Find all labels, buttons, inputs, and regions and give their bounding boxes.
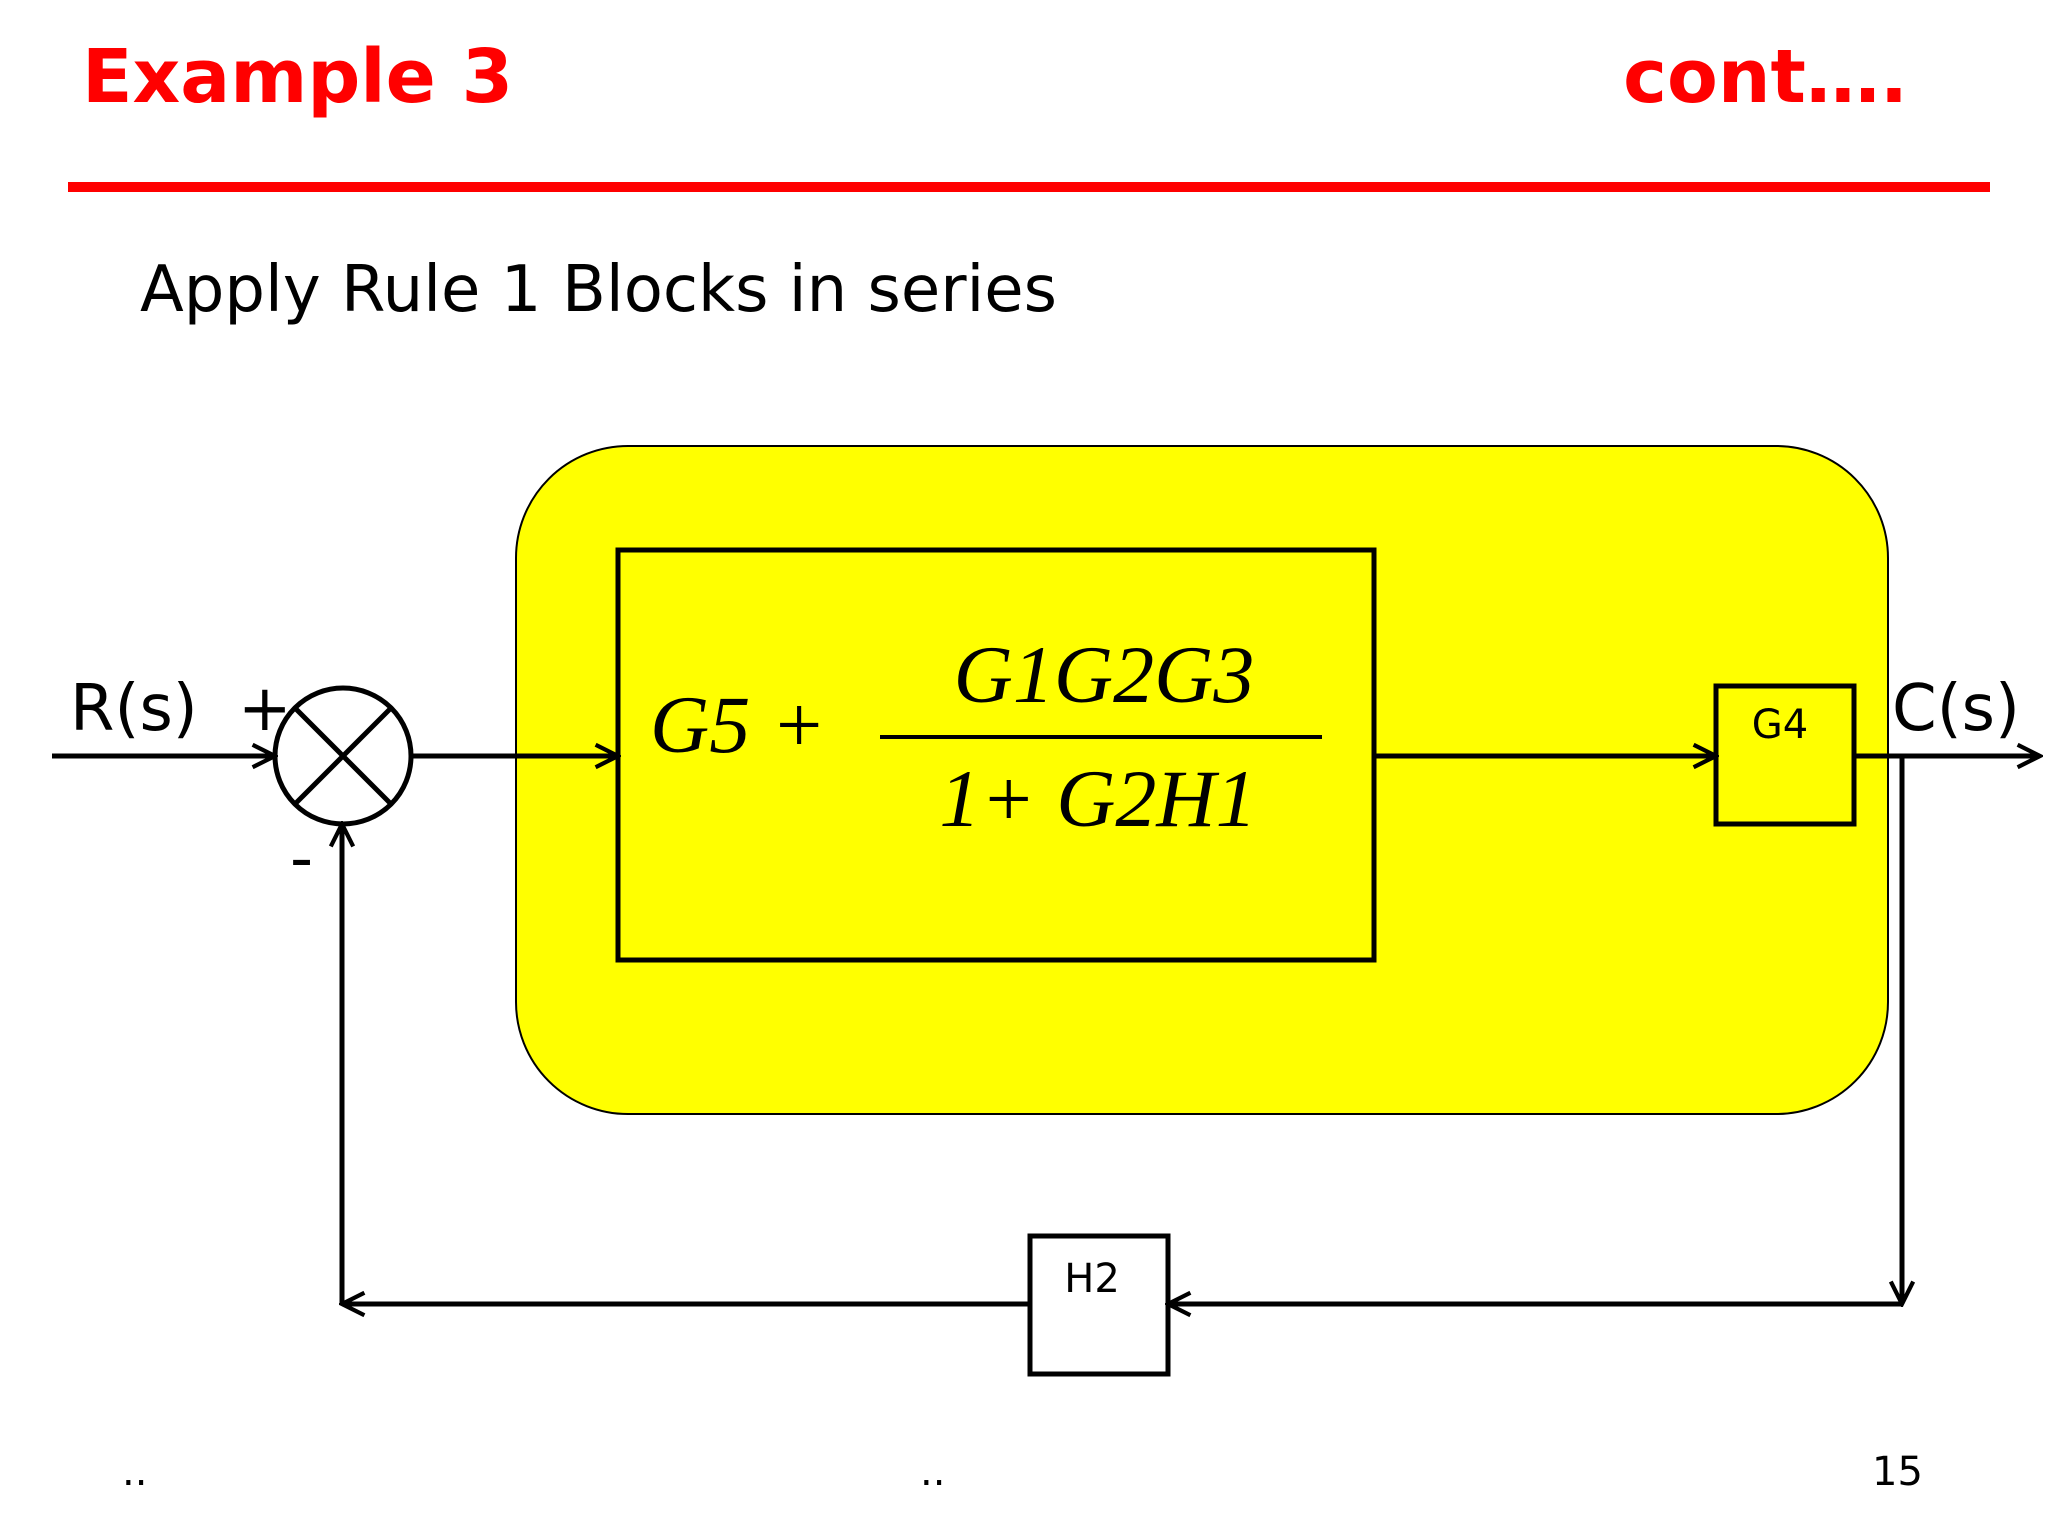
input-label: R(s) (70, 672, 198, 746)
page-number: 15 (1872, 1449, 1923, 1495)
transfer-numerator: G1G2G3 (954, 629, 1255, 720)
subtitle-rule: Apply Rule 1 (140, 253, 542, 327)
block-h2-label: H2 (1064, 1256, 1120, 1302)
highlight-region (515, 445, 1889, 1115)
slide-title-continued: cont…. (1623, 34, 1908, 120)
plus-sign: + (238, 672, 292, 746)
subtitle-description: Blocks in series (562, 253, 1057, 327)
transfer-prefix: G5 + (650, 679, 826, 770)
transfer-denominator: 1+ G2H1 (939, 753, 1256, 844)
output-label: C(s) (1892, 672, 2020, 746)
minus-sign: - (290, 822, 313, 896)
summing-junction (272, 685, 414, 827)
footer-left: .. (122, 1449, 148, 1495)
title-underline (68, 182, 1990, 192)
block-g4-label: G4 (1752, 702, 1808, 748)
footer-middle: .. (920, 1449, 946, 1495)
slide-title: Example 3 (82, 34, 514, 120)
